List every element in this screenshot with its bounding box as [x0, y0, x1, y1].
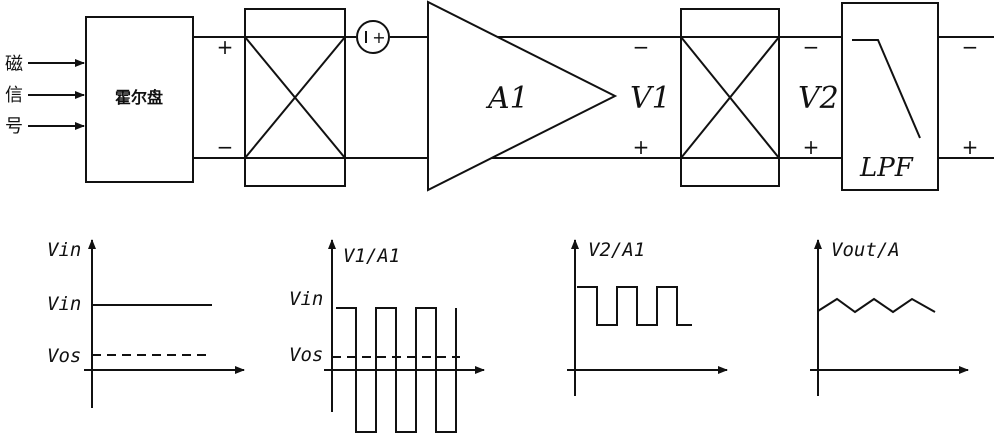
- hall-out-minus-sign: −: [217, 135, 234, 159]
- offset-adder-circle: [356, 20, 390, 54]
- lpf-out-plus-sign: +: [962, 135, 979, 159]
- plot2-level-vos-label: Vos: [289, 344, 323, 366]
- plot1-level-vos-label: Vos: [47, 345, 81, 367]
- plot1-level-vin-label: Vin: [47, 293, 81, 315]
- v2-label: V2: [798, 81, 839, 116]
- amp-out-plus-sign: +: [633, 135, 650, 159]
- hall-plate-label: 霍尔盘: [115, 88, 163, 107]
- modulator-cross-2: [244, 36, 346, 159]
- lpf-label: LPF: [859, 153, 914, 183]
- lpf-out-minus-sign: −: [962, 35, 979, 59]
- amplifier-a1-triangle: [427, 0, 618, 192]
- offset-adder-symbol: +: [372, 28, 385, 47]
- input-label-char-1: 磁: [5, 54, 23, 75]
- hall-out-plus-sign: +: [217, 35, 234, 59]
- v1-label: V1: [630, 81, 671, 116]
- plot4-y-axis-label: Vout/A: [831, 239, 900, 261]
- plot3-ripple-wave: [577, 286, 692, 326]
- plot-v2: V2/A1: [567, 239, 728, 396]
- plot-vin: Vin Vin Vos: [47, 239, 245, 408]
- plot-v1: V1/A1 Vin Vos: [289, 239, 485, 433]
- input-label-char-3: 号: [5, 116, 23, 137]
- demod-out-plus-sign: +: [803, 135, 820, 159]
- plot3-y-axis-label: V2/A1: [588, 239, 645, 261]
- lpf-response-curve: [852, 39, 921, 139]
- plot2-square-wave: [336, 307, 457, 433]
- plot1-y-axis-label: Vin: [47, 239, 81, 261]
- hall-plate-block: [85, 16, 194, 183]
- plot4-filtered-output-wave: [817, 297, 936, 314]
- plot2-y-axis-label: V1/A1: [343, 245, 400, 267]
- input-label-char-2: 信: [5, 85, 23, 106]
- amplifier-label: A1: [485, 81, 529, 116]
- plot-vout: Vout/A: [810, 239, 969, 396]
- plot2-level-vin-label: Vin: [289, 288, 323, 310]
- demodulator-cross-2: [680, 36, 780, 159]
- amp-out-minus-sign: −: [633, 35, 650, 59]
- lpf-block: [841, 2, 939, 191]
- demod-out-minus-sign: −: [803, 35, 820, 59]
